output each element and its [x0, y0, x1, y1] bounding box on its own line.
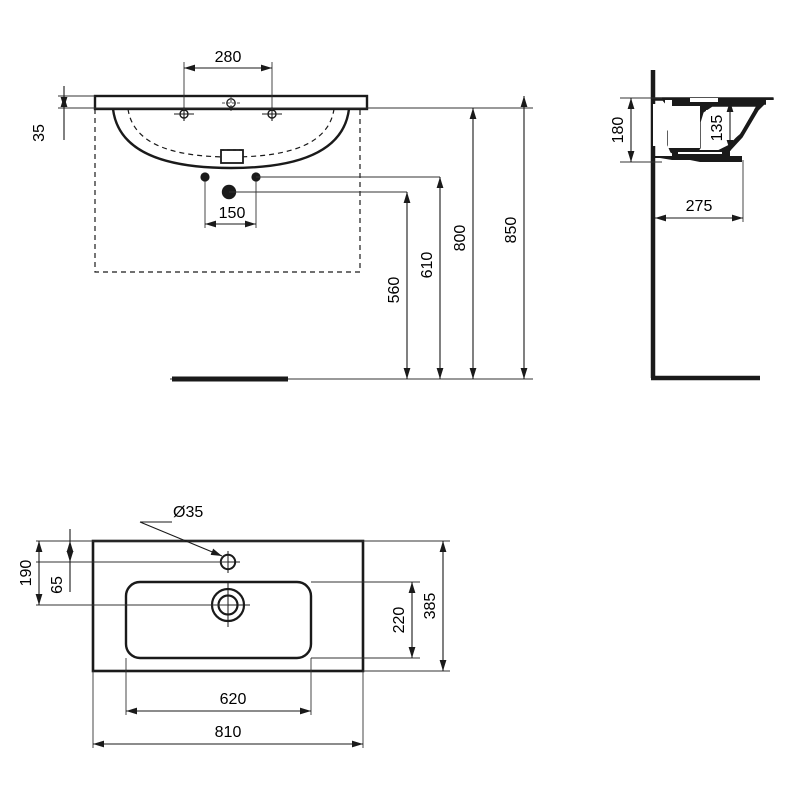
- front-fixing-hole-left: [174, 107, 194, 121]
- front-bowl-outline: [111, 108, 351, 170]
- plan-view: Ø35 190 65 220 385 620: [18, 504, 450, 748]
- dimension-label-front-800: 800: [452, 225, 469, 252]
- dimension-front-800: 800: [452, 108, 477, 379]
- front-cabinet-outline: [94, 109, 361, 273]
- dimension-label-plan-190: 190: [18, 560, 35, 587]
- dimension-front-150: 150: [205, 205, 256, 228]
- dimension-front-35: 35: [31, 86, 68, 142]
- dimension-label-plan-385: 385: [422, 593, 439, 620]
- dimension-label-side-180: 180: [610, 117, 627, 144]
- plan-bowl-outline: [124, 580, 313, 660]
- dimension-label-plan-810: 810: [215, 724, 242, 741]
- dimension-label-side-135: 135: [709, 115, 726, 142]
- dimension-plan-190: 190: [18, 541, 43, 605]
- dimension-plan-810: 810: [93, 724, 363, 748]
- dimension-front-280: 280: [184, 49, 272, 72]
- dimension-label-plan-65: 65: [49, 576, 66, 594]
- dimension-label-front-280: 280: [215, 49, 242, 66]
- plan-diameter-leader: Ø35: [139, 504, 223, 557]
- dimension-label-front-35: 35: [31, 124, 48, 142]
- dimension-label-front-560: 560: [386, 277, 403, 304]
- dimension-plan-620: 620: [126, 691, 311, 715]
- front-waste-box: [220, 149, 244, 164]
- dimension-label-plan-220: 220: [391, 607, 408, 634]
- dimension-front-850: 850: [503, 96, 528, 379]
- side-section-view: 180 135 275: [610, 70, 778, 381]
- dimension-side-135: 135: [709, 101, 734, 151]
- dimension-label-side-275: 275: [686, 198, 713, 215]
- dimension-front-560: 560: [386, 192, 411, 379]
- dimension-side-180: 180: [610, 98, 635, 162]
- dimension-label-plan-620: 620: [220, 691, 247, 708]
- dimension-plan-220: 220: [391, 582, 416, 658]
- dimension-plan-65: 65: [49, 529, 74, 594]
- dimension-label-front-610: 610: [419, 252, 436, 279]
- dimension-label-plan-dia35: Ø35: [173, 504, 203, 521]
- front-bowl-hidden-outline: [127, 108, 335, 158]
- dimension-label-front-150: 150: [219, 205, 246, 222]
- dimension-side-275: 275: [655, 198, 743, 222]
- front-elevation-view: 280 35 150 560 610 800: [31, 49, 533, 382]
- side-basin-section: [652, 97, 778, 162]
- dimension-label-front-850: 850: [503, 217, 520, 244]
- front-tap-hole: [222, 95, 240, 111]
- front-supply-connection-left: [200, 172, 210, 182]
- dimension-plan-385: 385: [422, 541, 447, 671]
- dimension-front-610: 610: [419, 177, 444, 379]
